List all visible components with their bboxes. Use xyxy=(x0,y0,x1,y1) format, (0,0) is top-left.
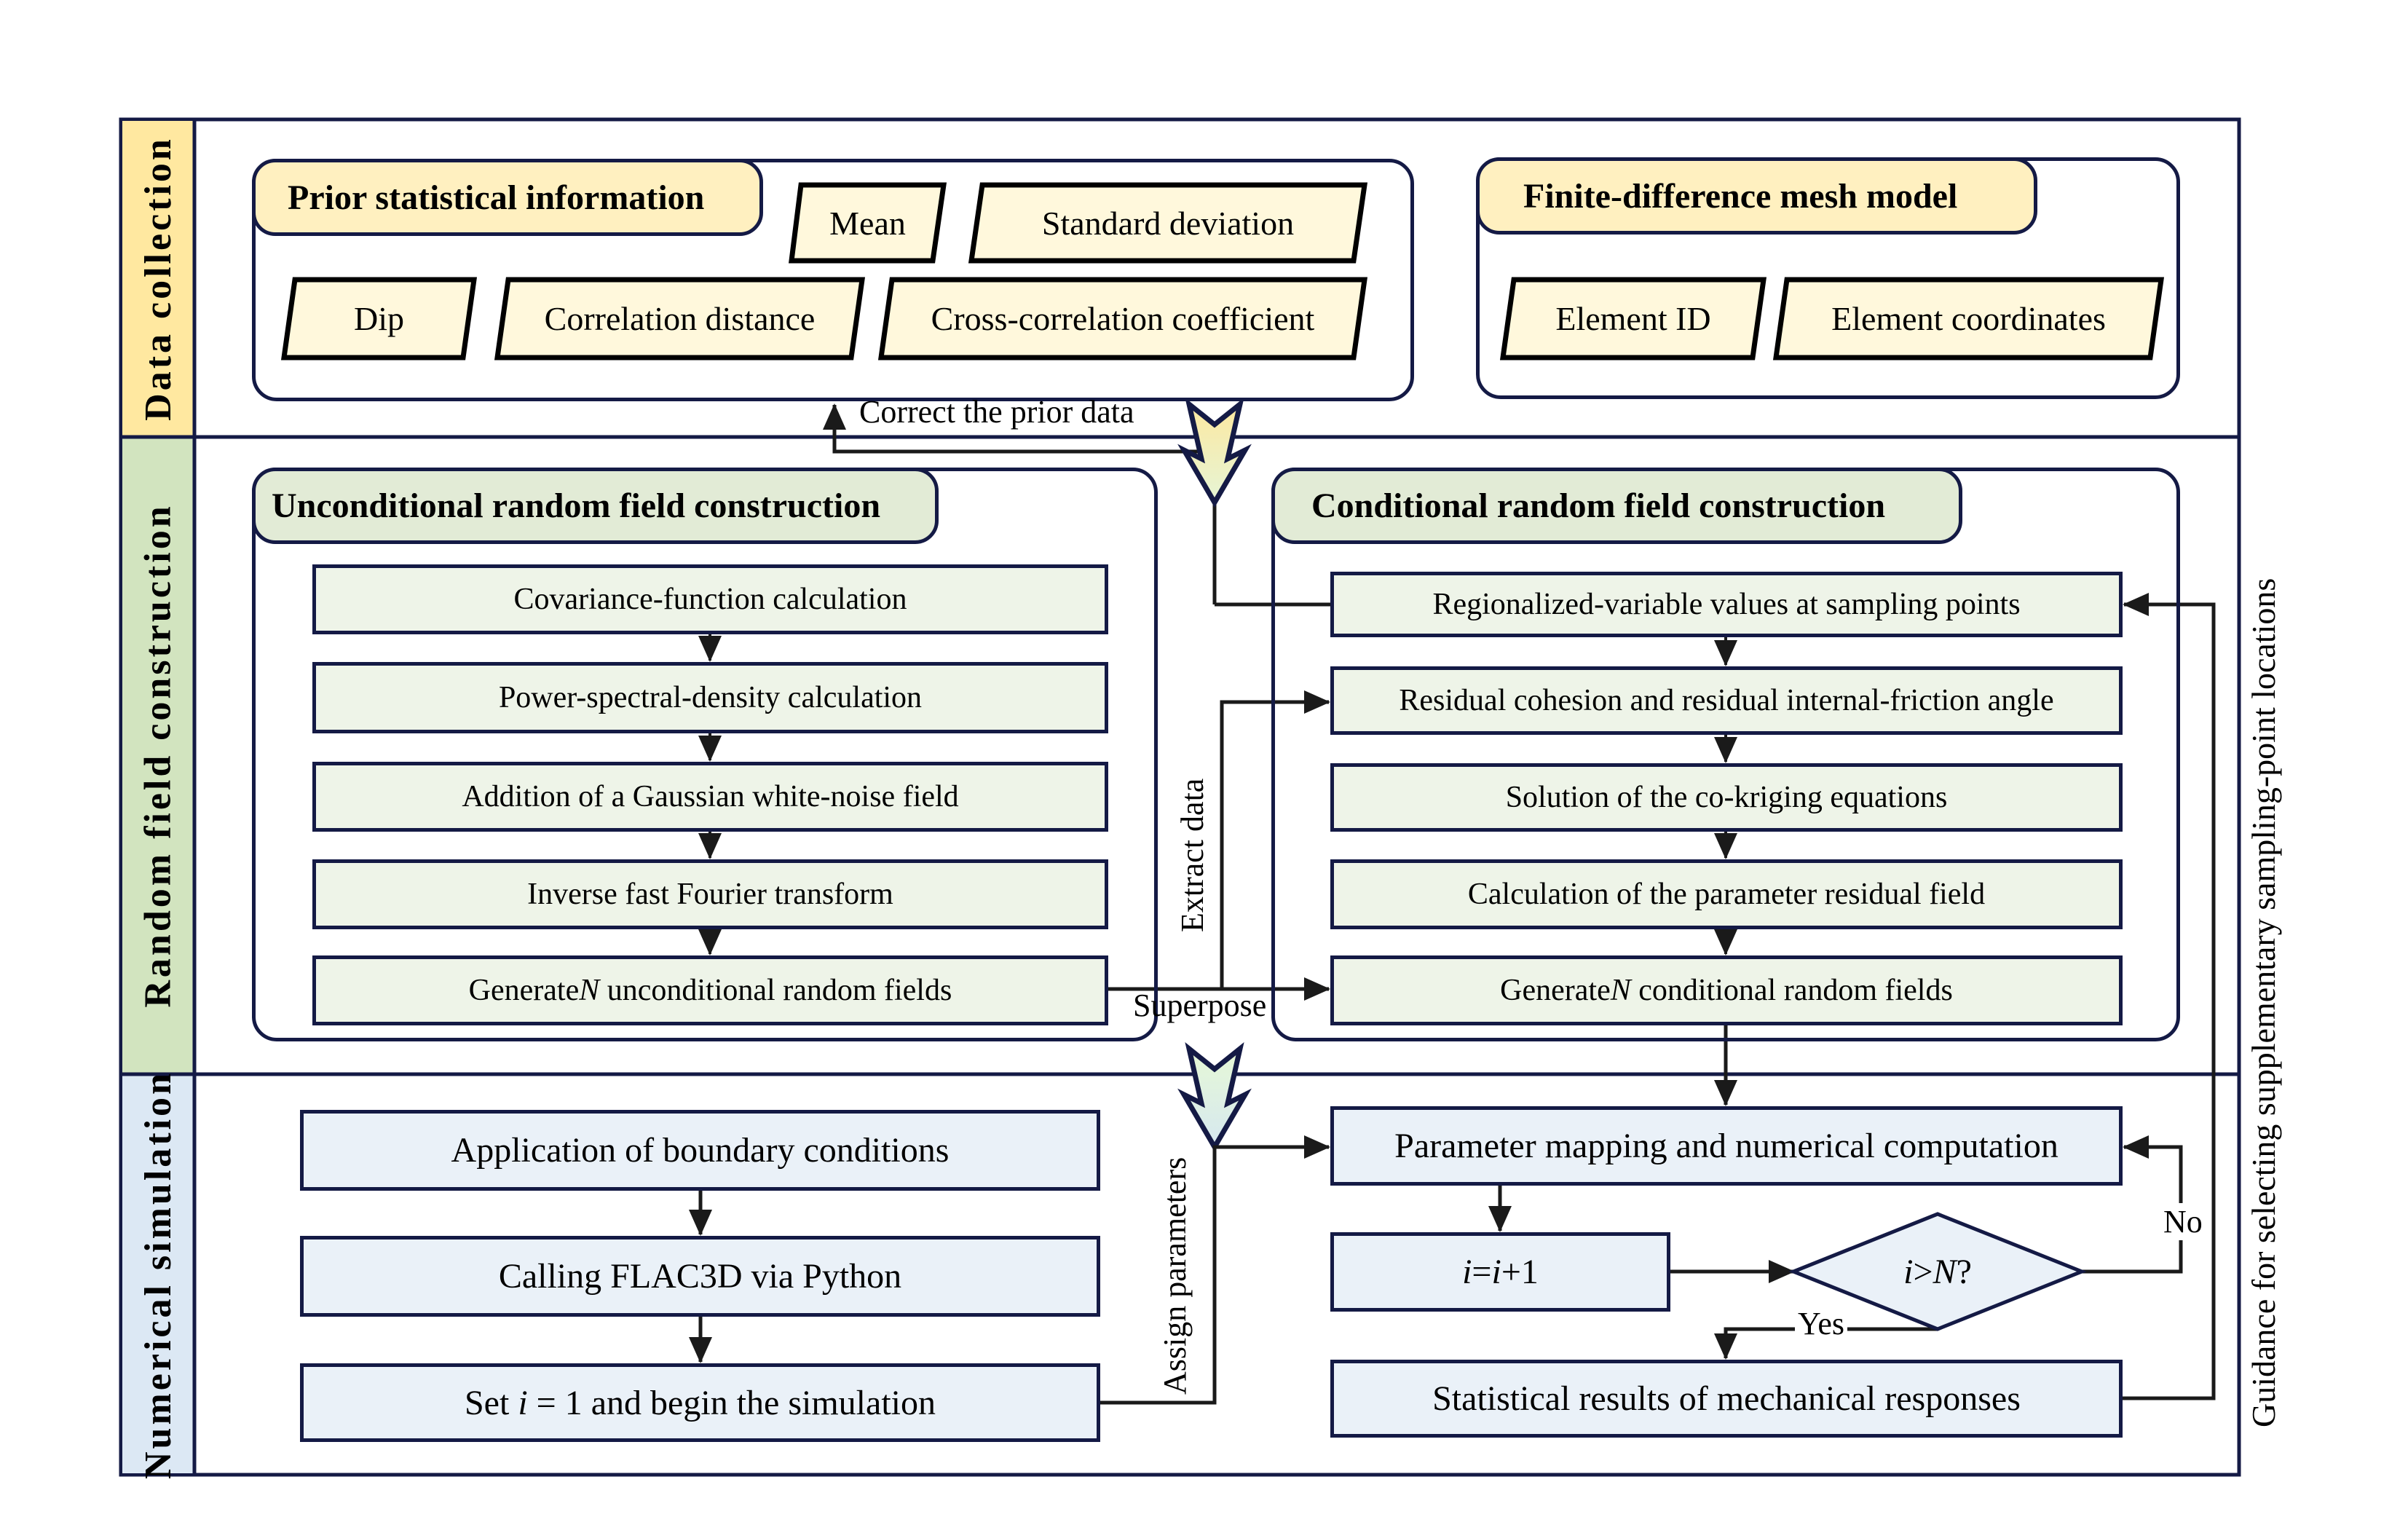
text-post: conditional random fields xyxy=(1630,974,1953,1007)
text-pre: Generate xyxy=(468,974,580,1007)
band-label-data-collection: Data collection xyxy=(122,121,194,436)
label-assign-parameters: Assign parameters xyxy=(1157,1156,1193,1395)
numerical-step-boundary: Application of boundary conditions xyxy=(300,1110,1100,1191)
param-element-id: Element ID xyxy=(1555,300,1711,337)
parallelogram-corr-dist xyxy=(494,277,866,360)
arrow-guidance-feedback xyxy=(2123,593,2216,1400)
band-data-collection-text: Data collection xyxy=(137,136,179,421)
param-correlation-distance: Correlation distance xyxy=(544,300,816,337)
conditional-step-4: Calculation of the parameter residual fi… xyxy=(1330,859,2123,929)
conditional-header: Conditional random field construction xyxy=(1271,468,1962,544)
label-correct-prior-data: Correct the prior data xyxy=(859,394,1134,430)
param-dip: Dip xyxy=(354,300,404,337)
param-element-coordinates: Element coordinates xyxy=(1831,300,2106,337)
var-n: N xyxy=(579,974,600,1007)
unconditional-step-4: Inverse fast Fourier transform xyxy=(312,859,1108,929)
parallelogram-element-id xyxy=(1499,277,1767,360)
numerical-step-flac3d: Calling FLAC3D via Python xyxy=(300,1236,1100,1317)
numerical-step-increment: i=i+1 xyxy=(1330,1232,1670,1312)
band-random-field-bg xyxy=(122,438,194,1073)
label-no: No xyxy=(2160,1203,2206,1240)
numerical-step-set-i: Set i = 1 and begin the simulation xyxy=(300,1363,1100,1442)
parallelogram-dip xyxy=(280,277,478,360)
parallelogram-element-coords xyxy=(1772,277,2165,360)
text-pre: Generate xyxy=(1500,974,1611,1007)
text-eq: = xyxy=(1472,1253,1492,1291)
label-superpose: Superpose xyxy=(1133,988,1267,1023)
arrow-extract-data xyxy=(1220,690,1330,989)
text-op: > xyxy=(1913,1252,1933,1291)
text-q: ? xyxy=(1956,1252,1972,1291)
unconditional-step-1: Covariance-function calculation xyxy=(312,564,1108,634)
parallelogram-mean xyxy=(789,182,947,264)
conditional-step-2: Residual cohesion and residual internal-… xyxy=(1330,666,2123,735)
prior-info-header: Prior statistical information xyxy=(252,159,763,236)
param-mean: Mean xyxy=(829,204,906,242)
conditional-step-3: Solution of the co-kriging equations xyxy=(1330,763,2123,832)
var-i: i xyxy=(518,1383,528,1422)
label-yes: Yes xyxy=(1795,1305,1848,1342)
var-i: i xyxy=(1491,1253,1501,1291)
text-post: +1 xyxy=(1501,1253,1539,1291)
band-random-field-text: Random field construction xyxy=(137,503,179,1008)
parallelogram-cross-corr xyxy=(877,277,1368,360)
numerical-step-param-mapping: Parameter mapping and numerical computat… xyxy=(1330,1106,2123,1186)
text-post: unconditional random fields xyxy=(599,974,952,1007)
decision-label: i>N? xyxy=(1793,1214,2082,1329)
var-i: i xyxy=(1462,1253,1472,1291)
prior-info-container xyxy=(252,159,1414,401)
arrow-assign-parameters xyxy=(1100,1135,1330,1405)
label-guidance: Guidance for selecting supplementary sam… xyxy=(2245,578,2282,1427)
param-standard-deviation: Standard deviation xyxy=(1041,204,1295,242)
parallelogram-std xyxy=(968,182,1368,264)
param-cross-correlation: Cross-correlation coefficient xyxy=(931,300,1315,337)
band-numerical-bg xyxy=(122,1076,194,1473)
conditional-step-1: Regionalized-variable values at sampling… xyxy=(1330,572,2123,637)
unconditional-step-2: Power-spectral-density calculation xyxy=(312,662,1108,733)
band-label-random-field: Random field construction xyxy=(122,438,194,1073)
var-n: N xyxy=(1933,1252,1957,1291)
band-numerical-text: Numerical simulation xyxy=(137,1070,179,1479)
arrow-correct-prior xyxy=(823,403,1217,604)
band-data-collection-bg xyxy=(122,121,194,436)
var-i: i xyxy=(1903,1252,1914,1291)
big-arrow-down-1-icon xyxy=(1177,398,1252,508)
text-post: = 1 and begin the simulation xyxy=(527,1383,936,1422)
var-n: N xyxy=(1610,974,1631,1007)
unconditional-step-3: Addition of a Gaussian white-noise field xyxy=(312,762,1108,832)
mesh-model-header: Finite-difference mesh model xyxy=(1476,157,2037,235)
label-extract-data: Extract data xyxy=(1175,778,1210,932)
decision-diamond xyxy=(1788,1212,2087,1331)
big-arrow-down-2-icon xyxy=(1177,1042,1252,1152)
unconditional-header: Unconditional random field construction xyxy=(252,468,939,544)
text-pre: Set xyxy=(464,1383,518,1422)
arrow-yes xyxy=(1714,1327,1938,1360)
band-label-numerical: Numerical simulation xyxy=(122,1071,194,1479)
numerical-step-statistics: Statistical results of mechanical respon… xyxy=(1330,1360,2123,1438)
